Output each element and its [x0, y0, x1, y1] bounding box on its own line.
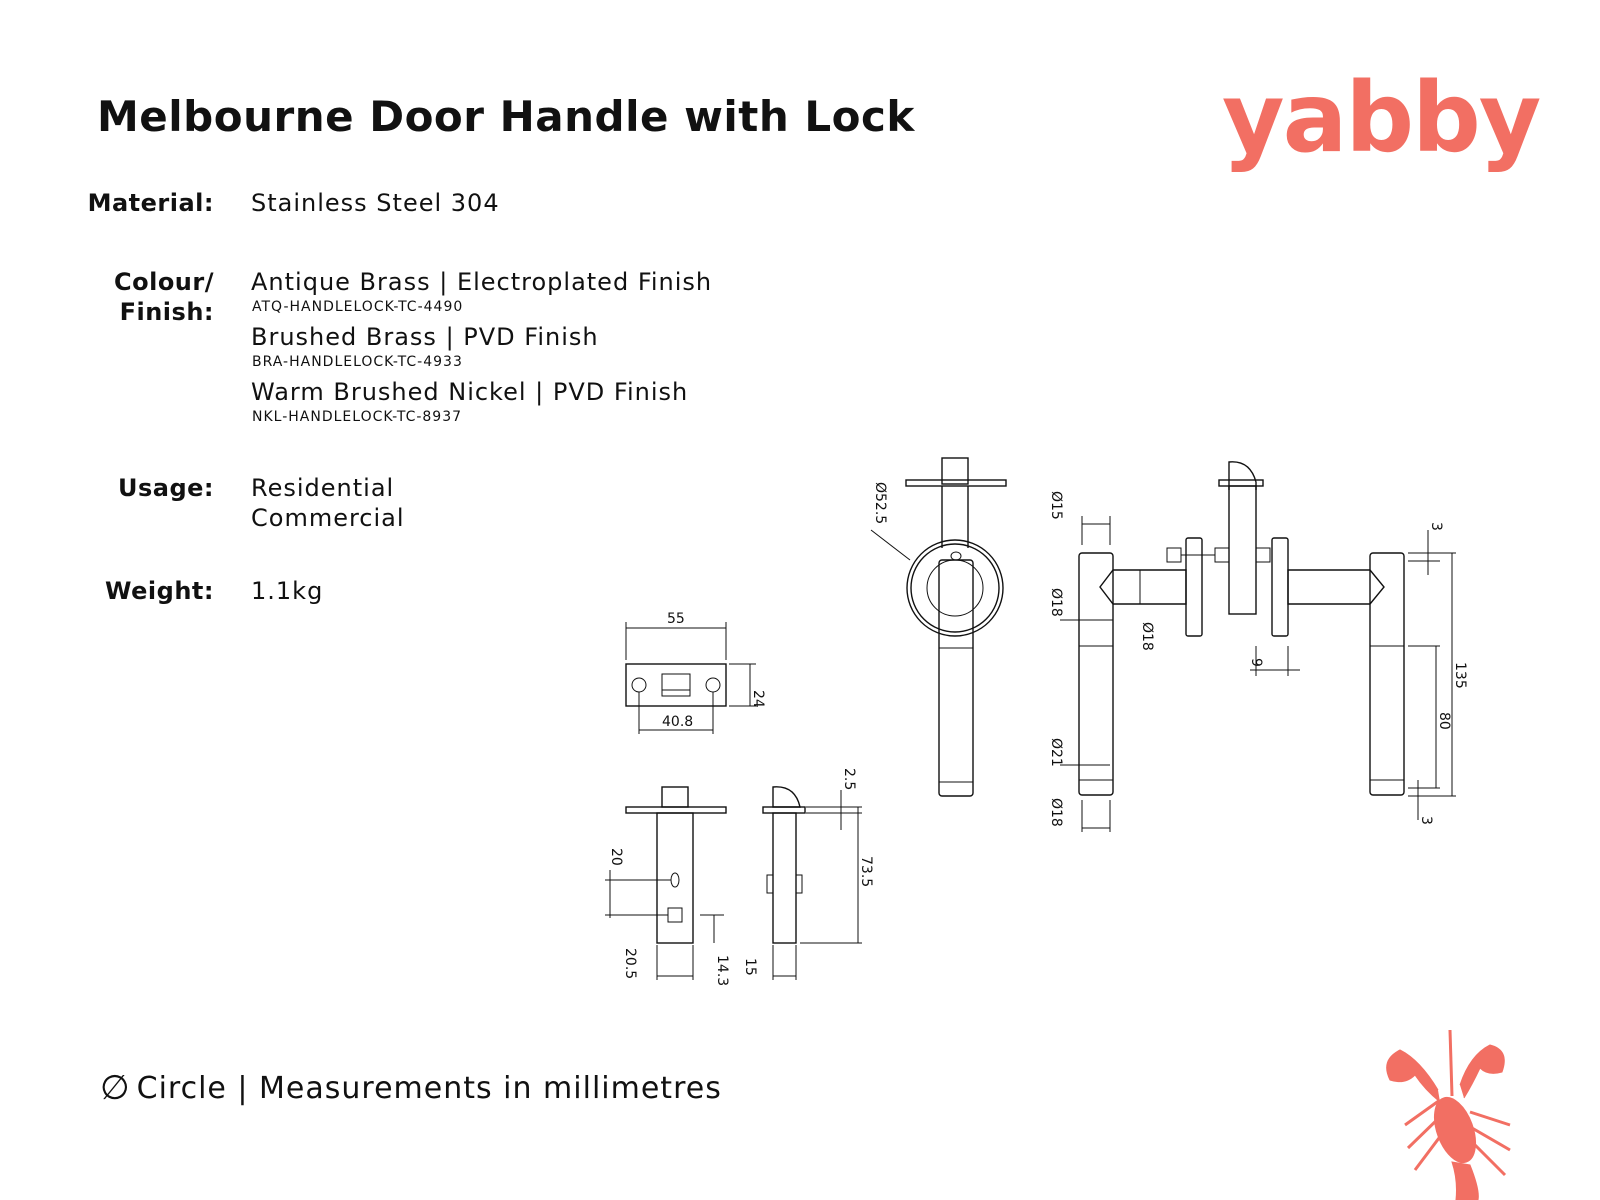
dim-dia-21: Ø21	[1048, 738, 1064, 767]
finish-name: Antique Brass | Electroplated Finish	[251, 268, 713, 296]
dim-plate-width: 55	[667, 611, 685, 627]
dim-grip-80: 80	[1436, 712, 1452, 730]
dim-latch-20: 20	[608, 848, 624, 866]
finish-code: NKL-HANDLELOCK-TC-8937	[252, 409, 463, 425]
strike-plate	[625, 663, 727, 707]
plate-hole	[631, 677, 647, 693]
dim-dia-18-top: Ø18	[1048, 588, 1064, 617]
dim-bottom-3: 3	[1418, 816, 1434, 825]
dim-plate-height: 24	[750, 690, 766, 708]
usage-value: Commercial	[251, 504, 405, 532]
weight-value: 1.1kg	[251, 577, 324, 605]
dim-rose-diameter: Ø52.5	[872, 482, 888, 524]
usage-value: Residential	[251, 474, 395, 502]
page-title: Melbourne Door Handle with Lock	[97, 92, 915, 141]
dim-dia-18-bottom: Ø18	[1048, 798, 1064, 827]
handle-front-drawing: Ø52.5	[870, 457, 1007, 797]
rose-outer	[906, 539, 1004, 637]
weight-label: Weight:	[105, 577, 214, 605]
plate-slot	[661, 673, 691, 697]
brand-logo: yabby	[1222, 62, 1541, 174]
dim-latch-73-5: 73.5	[858, 856, 874, 887]
material-value: Stainless Steel 304	[251, 189, 500, 217]
diameter-icon: ∅	[100, 1068, 131, 1108]
lobster-icon	[1386, 1030, 1511, 1200]
footer-note: ∅ Circle | Measurements in millimetres	[100, 1068, 722, 1108]
dim-gap-9: 9	[1248, 658, 1264, 667]
dim-hole-spacing: 40.8	[662, 714, 693, 730]
material-label: Material:	[87, 189, 214, 217]
dim-latch-20-5: 20.5	[622, 948, 638, 979]
colour-label-2: Finish:	[119, 298, 214, 326]
finish-name: Brushed Brass | PVD Finish	[251, 323, 599, 351]
plate-hole	[705, 677, 721, 693]
dim-dia-15: Ø15	[1048, 491, 1064, 520]
dim-latch-2-5: 2.5	[841, 768, 857, 790]
dim-height-135: 135	[1452, 662, 1468, 689]
latch-front-drawing: 20 20.5 14.3	[605, 786, 730, 986]
footer-text: Circle | Measurements in millimetres	[136, 1070, 722, 1106]
dim-top-3: 3	[1428, 522, 1444, 531]
usage-label: Usage:	[117, 474, 214, 502]
handle-side-drawing: Ø15 Ø18 Ø18 Ø21 Ø18 9	[1048, 461, 1468, 832]
colour-label-1: Colour/	[113, 268, 214, 296]
dim-latch-15: 15	[742, 958, 758, 976]
finish-name: Warm Brushed Nickel | PVD Finish	[251, 378, 689, 406]
latch-side-drawing: 2.5 73.5 15	[742, 768, 874, 980]
dim-latch-14-3: 14.3	[714, 955, 730, 986]
dim-dia-18-spindle: Ø18	[1139, 622, 1155, 651]
strike-plate-drawing: 55 24 40.8	[625, 611, 766, 734]
finish-code: BRA-HANDLELOCK-TC-4933	[252, 354, 463, 370]
finish-code: ATQ-HANDLELOCK-TC-4490	[252, 299, 464, 315]
